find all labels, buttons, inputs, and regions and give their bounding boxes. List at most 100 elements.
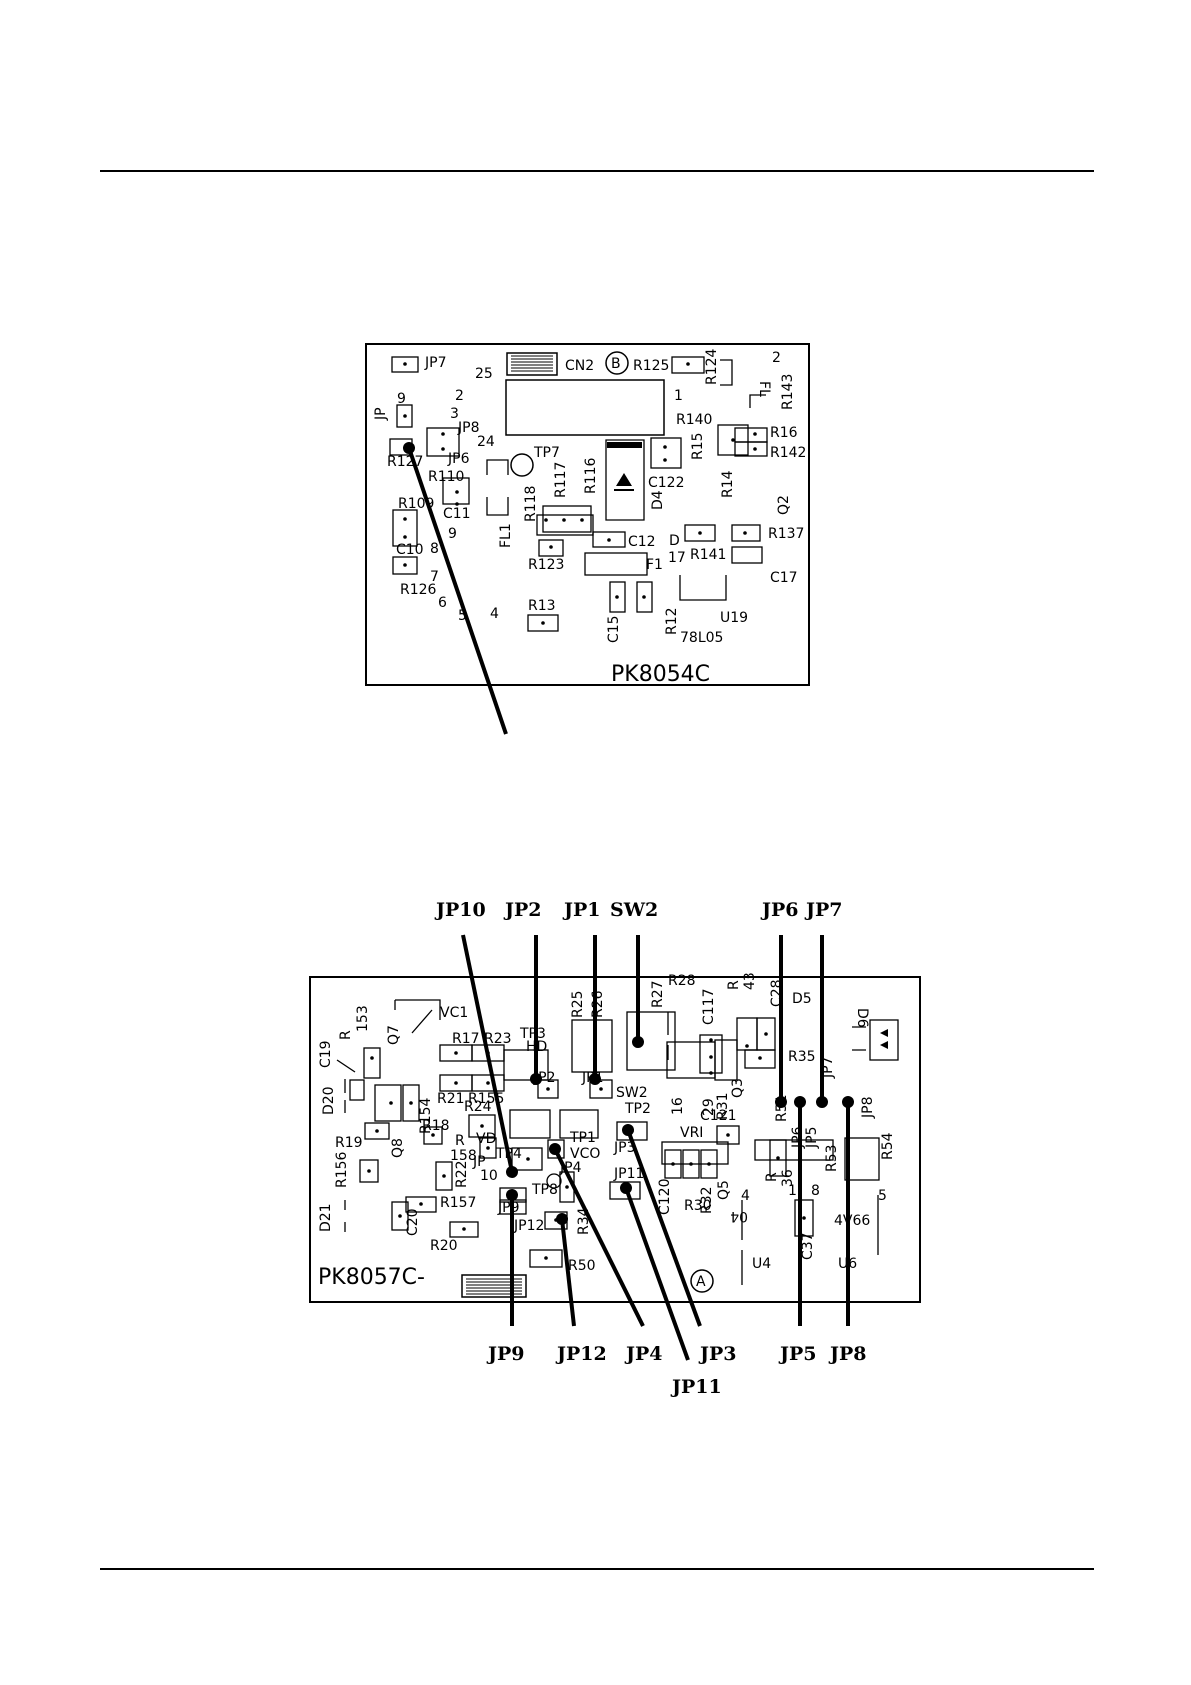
label-b-pin-9a: 9 xyxy=(448,526,457,542)
label-a-r35: R35 xyxy=(788,1049,816,1065)
label-a-16: 16 xyxy=(670,1097,686,1115)
callout-jp8: JP8 xyxy=(828,1343,867,1365)
label-b-r116: R116 xyxy=(583,457,599,494)
label-b-tp7: TP7 xyxy=(533,445,560,461)
label-b-jp-9: 9 xyxy=(397,391,406,407)
label-a-r21: R21 xyxy=(437,1091,465,1107)
label-b-q2: Q2 xyxy=(776,495,792,515)
label-a-r43-num: 43 xyxy=(742,972,758,990)
callout-leader-dots xyxy=(506,1036,854,1225)
label-a-r32: R32 xyxy=(699,1186,715,1214)
label-b-pin-2a: 2 xyxy=(455,388,464,404)
label-a-r43-r: R xyxy=(726,980,742,990)
side-mark-a-label: A xyxy=(696,1274,706,1290)
label-b-r141: R141 xyxy=(690,547,726,563)
label-a-jp9: JP9 xyxy=(497,1200,519,1216)
cn2-connector xyxy=(506,352,558,376)
callout-jp6: JP6 xyxy=(760,899,799,921)
label-a-d20: D20 xyxy=(321,1086,337,1115)
label-a-vd: VD xyxy=(476,1131,496,1147)
callout-jp10: JP10 xyxy=(434,899,486,921)
callout-jp1: JP1 xyxy=(562,899,601,921)
board-b-pad-dots xyxy=(403,362,757,625)
label-b-c11: C11 xyxy=(443,506,471,522)
ic-24pin xyxy=(505,379,665,436)
callout-labels: JP10 JP2 JP1 SW2 JP6 JP7 JP9 JP12 JP4 JP… xyxy=(434,899,867,1398)
label-a-c117: C117 xyxy=(701,989,717,1026)
board-b-outline xyxy=(365,343,810,686)
label-a-r17: R17 xyxy=(452,1031,480,1047)
label-a-sw2: SW2 xyxy=(616,1085,648,1101)
label-a-r36-r: R xyxy=(764,1172,780,1182)
label-b-pin24: 24 xyxy=(477,434,495,450)
label-b-r123: R123 xyxy=(528,557,564,573)
label-b-c10: C10 xyxy=(396,542,424,558)
label-a-c20: C20 xyxy=(405,1208,421,1236)
label-a-c120: C120 xyxy=(657,1179,673,1216)
label-b-c15: C15 xyxy=(606,615,622,643)
callout-jp9: JP9 xyxy=(486,1343,525,1365)
board-b-labels: JP7 JP 9 R127 JP8 JP6 R110 C11 R109 C10 … xyxy=(373,348,806,646)
label-a-pin-5: 5 xyxy=(878,1188,887,1204)
label-a-q7: Q7 xyxy=(386,1025,402,1045)
label-a-jp10-jp: JP xyxy=(472,1154,486,1170)
tp-circle-a xyxy=(546,1173,562,1189)
label-a-r54: R54 xyxy=(880,1132,896,1160)
label-b-r142: R142 xyxy=(770,445,806,461)
label-a-tp2: TP2 xyxy=(624,1101,651,1117)
label-a-r156: R156 xyxy=(334,1151,350,1188)
label-b-jp8: JP8 xyxy=(457,420,479,436)
label-a-jp10-num: 10 xyxy=(480,1168,498,1184)
label-a-r158-r: R xyxy=(455,1133,465,1149)
label-b-pin-5a: 5 xyxy=(458,608,467,624)
label-a-jp8: JP8 xyxy=(860,1097,876,1119)
label-a-d21: D21 xyxy=(318,1203,334,1232)
label-a-r157: R157 xyxy=(440,1195,476,1211)
label-b-r140: R140 xyxy=(676,412,712,428)
board-a: A xyxy=(309,899,921,1398)
label-a-4v66: 4V66 xyxy=(834,1213,870,1229)
label-a-vco: VCO xyxy=(570,1146,600,1162)
label-a-pin-8: 8 xyxy=(811,1183,820,1199)
callout-jp3: JP3 xyxy=(698,1343,737,1365)
label-b-pin-3a: 3 xyxy=(450,406,459,422)
label-a-pin-4: 4 xyxy=(741,1188,750,1204)
label-a-tp8: TP8 xyxy=(531,1182,558,1198)
label-b-f1: F1 xyxy=(646,557,663,573)
label-a-jp11: JP11 xyxy=(613,1166,644,1182)
header-rule xyxy=(100,170,1094,172)
board-a-components xyxy=(336,999,899,1285)
callout-jp2: JP2 xyxy=(503,899,542,921)
label-a-r153-num: 153 xyxy=(355,1005,371,1032)
board-b-name: PK8054C xyxy=(611,662,710,687)
label-a-vri: VRI xyxy=(680,1125,703,1141)
board-b: B xyxy=(365,343,810,735)
label-a-vc1: VC1 xyxy=(440,1005,468,1021)
label-a-r53: R53 xyxy=(824,1144,840,1172)
label-b-78l05: 78L05 xyxy=(680,630,723,646)
callout-jp4: JP4 xyxy=(624,1343,663,1365)
label-b-r15: R15 xyxy=(690,432,706,460)
callout-sw2: SW2 xyxy=(610,899,658,921)
label-a-r24: R24 xyxy=(464,1099,492,1115)
board-a-connector xyxy=(461,1274,527,1298)
label-b-r125: R125 xyxy=(633,358,669,374)
label-b-r12: R12 xyxy=(664,607,680,635)
label-a-29: 29 xyxy=(701,1098,717,1116)
label-b-r127: R127 xyxy=(387,454,423,470)
label-b-r13: R13 xyxy=(528,598,556,614)
label-a-q3: Q3 xyxy=(730,1078,746,1098)
label-a-r18: R18 xyxy=(422,1118,450,1134)
label-b-r137: R137 xyxy=(768,526,804,542)
label-a-d6: D6 xyxy=(854,1008,870,1028)
callout-jp12: JP12 xyxy=(555,1343,607,1365)
label-a-tp1: TP1 xyxy=(569,1130,596,1146)
label-a-r19: R19 xyxy=(335,1135,363,1151)
label-b-r143: R143 xyxy=(780,374,796,410)
board-b-pointer-line xyxy=(407,447,508,735)
label-b-fl-2: 2 xyxy=(772,350,781,366)
label-a-jp5: JP5 xyxy=(804,1127,820,1149)
label-a-c19: C19 xyxy=(318,1040,334,1068)
label-a-q8: Q8 xyxy=(390,1138,406,1158)
